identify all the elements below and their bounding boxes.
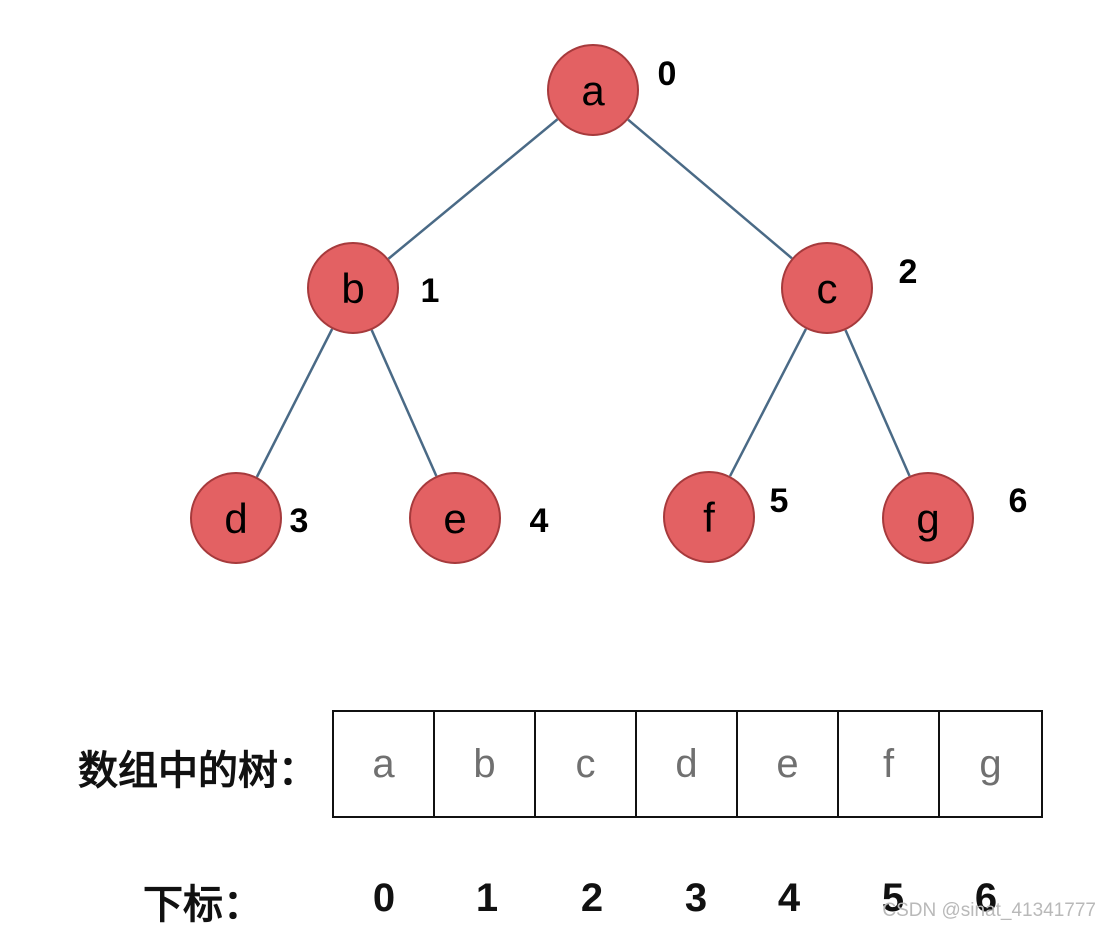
node-label: a [581, 67, 605, 114]
node-label: g [916, 495, 939, 542]
node-circle [663, 471, 755, 563]
node-circle [307, 242, 399, 334]
edge-c-f [728, 328, 808, 477]
index-value: 3 [684, 876, 708, 920]
node-circle [882, 472, 974, 564]
node-circle [781, 242, 873, 334]
edge-c-g [844, 329, 911, 477]
index-value: 1 [475, 876, 499, 920]
array-cell: e [738, 712, 839, 816]
array-cell: a [334, 712, 435, 816]
tree-edges [255, 118, 911, 478]
node-index-label: 4 [530, 502, 549, 540]
array-cell: d [637, 712, 738, 816]
watermark: CSDN @sinat_41341777 [882, 900, 1096, 921]
node-label: c [817, 265, 838, 312]
node-index-label: 6 [1009, 482, 1028, 520]
array-cell: f [839, 712, 940, 816]
node-label: b [341, 265, 364, 312]
index-value: 4 [777, 876, 801, 920]
index-row-label: 下标： [143, 882, 263, 928]
array-cell: g [979, 741, 1002, 786]
edge-b-d [255, 328, 334, 478]
node-index-label: 2 [899, 253, 918, 291]
node-index-label: 0 [658, 55, 677, 93]
node-label: f [703, 494, 715, 541]
node-index-label: 5 [770, 482, 789, 520]
node-label: d [224, 495, 247, 542]
index-value: 6 [974, 876, 998, 920]
edge-a-c [627, 118, 793, 260]
index-value: 5 [881, 876, 905, 920]
node-index-label: 1 [421, 272, 440, 310]
node-circle [190, 472, 282, 564]
array-cell: c [536, 712, 637, 816]
edge-a-b [387, 118, 559, 260]
index-value: 2 [580, 876, 604, 920]
array-cell: b [435, 712, 536, 816]
node-circle [547, 44, 639, 136]
array-label: 数组中的树： [78, 748, 318, 794]
node-circle [409, 472, 501, 564]
node-label: e [443, 495, 466, 542]
index-value: 0 [372, 876, 396, 920]
edge-b-e [370, 329, 438, 477]
node-index-label: 3 [290, 502, 309, 540]
